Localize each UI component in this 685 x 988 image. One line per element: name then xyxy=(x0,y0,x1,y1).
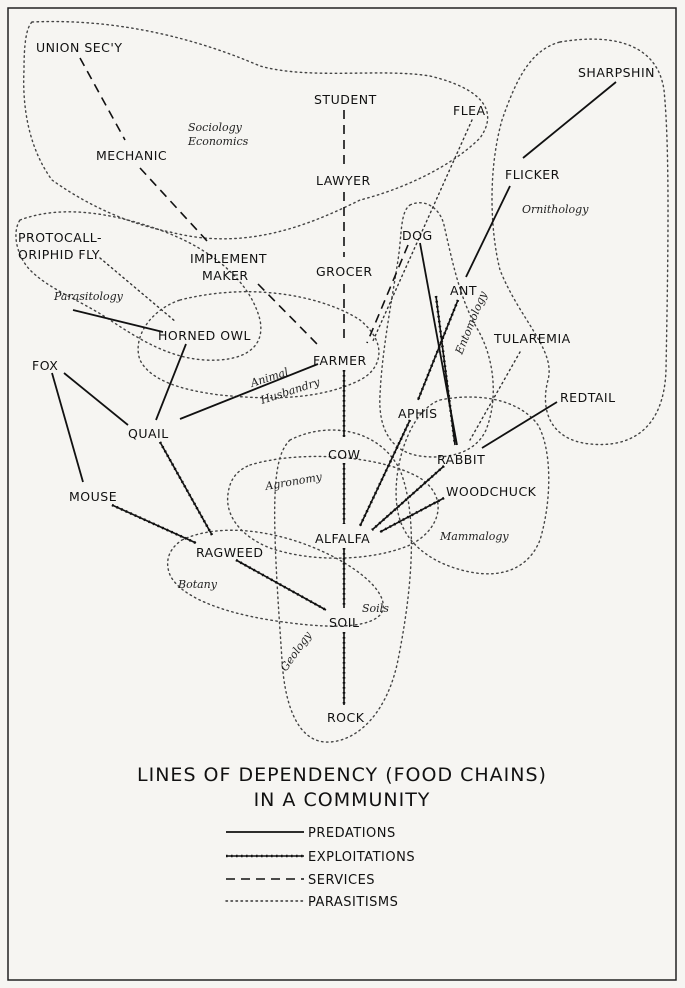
service-lines xyxy=(79,57,409,346)
region-botany: Botany xyxy=(177,578,218,591)
legend: PREDATIONS EXPLOITATIONS SERVICES PARASI… xyxy=(225,826,415,910)
region-labels: Sociology Economics Ornithology Parasito… xyxy=(53,121,589,674)
node-ant: ANT xyxy=(450,283,477,298)
link-rabbit-alfalfa xyxy=(371,465,445,531)
node-flea: FLEA xyxy=(453,103,486,118)
node-mouse: MOUSE xyxy=(69,489,117,504)
link-implement-farmer xyxy=(257,283,319,346)
boundary-botany xyxy=(166,529,384,627)
legend-predations-label: PREDATIONS xyxy=(308,826,396,841)
node-flicker: FLICKER xyxy=(505,167,560,182)
legend-parasitisms-label: PARASITISMS xyxy=(308,895,398,910)
link-fox-quail xyxy=(63,372,129,426)
link-dog-farmer xyxy=(366,244,409,344)
link-flicker-ant xyxy=(465,185,511,278)
node-student: STUDENT xyxy=(314,92,377,107)
link-woodchuck-alfalfa xyxy=(379,496,445,534)
node-sharpshin: SHARPSHIN xyxy=(578,65,655,80)
node-protocalliphorid-line1: PROTOCALL- xyxy=(18,230,102,245)
node-union-secy: UNION SEC'Y xyxy=(36,40,122,55)
link-farmer-quail xyxy=(179,363,319,420)
region-geology: Geology xyxy=(278,629,315,674)
link-mechanic-implement xyxy=(139,167,209,243)
node-protocalliphorid-line2: ORIPHID FLY xyxy=(18,247,100,262)
node-ragweed: RAGWEED xyxy=(196,545,263,560)
region-entomology: Entomology xyxy=(452,289,490,357)
link-fox-mouse xyxy=(51,372,84,483)
link-dog-rabbit-2 xyxy=(434,295,457,446)
node-fox: FOX xyxy=(32,358,58,373)
boundary-parasitology xyxy=(15,211,262,361)
node-implement-line2: MAKER xyxy=(202,268,249,283)
region-parasitology: Parasitology xyxy=(53,290,124,303)
node-cow: COW xyxy=(328,447,360,462)
diagram-title-line1: LINES OF DEPENDENCY (FOOD CHAINS) xyxy=(137,764,547,786)
node-alfalfa: ALFALFA xyxy=(315,531,370,546)
link-redtail-rabbit xyxy=(481,401,558,449)
link-sharpshin-flicker xyxy=(522,81,617,159)
node-woodchuck: WOODCHUCK xyxy=(446,484,537,499)
node-lawyer: LAWYER xyxy=(316,173,371,188)
link-tularemia-rabbit xyxy=(469,351,521,441)
node-implement-line1: IMPLEMENT xyxy=(190,251,267,266)
legend-exploitations-label: EXPLOITATIONS xyxy=(308,850,415,865)
boundary-geology xyxy=(273,429,413,743)
link-horned-owl-quail xyxy=(155,343,187,421)
exploitation-lines xyxy=(111,295,460,705)
link-fox-horned-owl xyxy=(72,309,164,333)
parasitism-lines xyxy=(99,119,521,441)
boundary-entomology xyxy=(379,202,494,458)
discipline-boundaries xyxy=(15,20,669,743)
node-farmer: FARMER xyxy=(313,353,367,368)
boundary-ornithology xyxy=(491,38,669,446)
node-aphis: APHIS xyxy=(398,406,438,421)
node-rock: ROCK xyxy=(327,710,365,725)
boundary-agronomy xyxy=(226,455,439,559)
node-quail: QUAIL xyxy=(128,426,169,441)
node-soil: SOIL xyxy=(329,615,359,630)
region-mammalogy: Mammalogy xyxy=(439,530,509,543)
node-labels: UNION SEC'Y STUDENT FLEA SHARPSHIN MECHA… xyxy=(18,40,655,725)
region-agronomy: Agronomy xyxy=(263,470,323,493)
node-redtail: REDTAIL xyxy=(560,390,616,405)
boundary-mammalogy xyxy=(395,396,550,575)
node-tularemia: TULAREMIA xyxy=(493,331,571,346)
legend-services-label: SERVICES xyxy=(308,873,375,888)
diagram-title-line2: IN A COMMUNITY xyxy=(254,789,431,811)
region-ornithology: Ornithology xyxy=(522,203,589,216)
boundary-sociology xyxy=(23,20,489,240)
node-mechanic: MECHANIC xyxy=(96,148,167,163)
region-sociology: Sociology xyxy=(188,121,243,134)
region-soils: Soils xyxy=(362,602,389,615)
node-rabbit: RABBIT xyxy=(437,452,485,467)
node-grocer: GROCER xyxy=(316,264,373,279)
node-horned-owl: HORNED OWL xyxy=(158,328,251,343)
link-mouse-ragweed xyxy=(111,503,197,545)
link-union-mechanic xyxy=(79,57,126,141)
figure-frame xyxy=(7,7,677,981)
link-flea-farmer xyxy=(371,119,473,344)
link-protocalliphorid-owl xyxy=(99,257,177,323)
link-ragweed-soil xyxy=(235,558,327,612)
node-dog: DOG xyxy=(402,228,433,243)
region-economics: Economics xyxy=(187,135,249,148)
predation-lines xyxy=(51,81,617,483)
boundary-animal-husbandry xyxy=(137,291,380,399)
